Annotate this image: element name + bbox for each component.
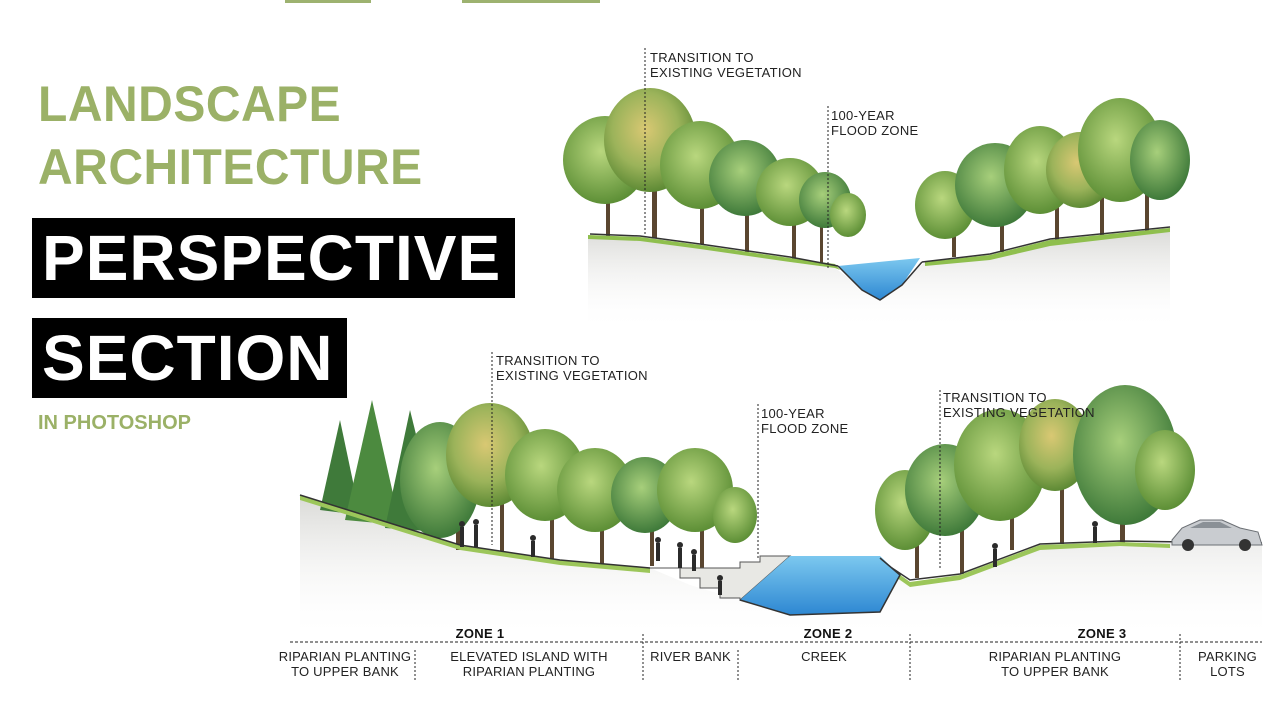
label-line: RIPARIAN PLANTING bbox=[278, 649, 412, 664]
car-icon bbox=[1171, 519, 1263, 551]
top-accent-bar-1 bbox=[285, 0, 371, 3]
title-subtitle: IN PHOTOSHOP bbox=[38, 412, 191, 434]
label-line: PARKING bbox=[1198, 649, 1257, 664]
lower-annotation-transition-left: TRANSITION TO EXISTING VEGETATION bbox=[496, 353, 648, 383]
upper-creek-water bbox=[838, 258, 920, 300]
annotation-line: 100-YEAR bbox=[831, 108, 895, 123]
annotation-leader-lines bbox=[491, 48, 941, 570]
top-accent-bar-2 bbox=[462, 0, 600, 3]
label-creek: CREEK bbox=[738, 649, 910, 664]
lower-trees-right bbox=[875, 385, 1195, 578]
annotation-line: TRANSITION TO bbox=[496, 353, 600, 368]
annotation-line: FLOOD ZONE bbox=[761, 421, 849, 436]
label-line: RIPARIAN PLANTING bbox=[462, 664, 596, 679]
label-line: RIPARIAN PLANTING bbox=[988, 649, 1122, 664]
label-river-bank: RIVER BANK bbox=[643, 649, 738, 664]
upper-section bbox=[563, 88, 1190, 330]
lower-creek-water bbox=[740, 556, 900, 615]
annotation-line: TRANSITION TO bbox=[943, 390, 1047, 405]
upper-annotation-flood-zone: 100-YEAR FLOOD ZONE bbox=[831, 108, 919, 138]
label-elevated-island: ELEVATED ISLAND WITH RIPARIAN PLANTING bbox=[425, 649, 633, 679]
lower-section bbox=[299, 385, 1263, 640]
title-line-architecture: ARCHITECTURE bbox=[38, 140, 423, 196]
title-perspective-block: PERSPECTIVE bbox=[32, 218, 516, 298]
upper-annotation-transition: TRANSITION TO EXISTING VEGETATION bbox=[650, 50, 802, 80]
annotation-line: EXISTING VEGETATION bbox=[650, 65, 802, 80]
annotation-line: TRANSITION TO bbox=[650, 50, 754, 65]
people-silhouettes bbox=[459, 519, 1098, 595]
lower-annotation-transition-right: TRANSITION TO EXISTING VEGETATION bbox=[943, 390, 1095, 420]
annotation-line: EXISTING VEGETATION bbox=[943, 405, 1095, 420]
zone-dividers bbox=[290, 634, 1262, 682]
title-section-block: SECTION bbox=[32, 318, 348, 398]
lower-soil bbox=[300, 495, 1262, 640]
annotation-line: 100-YEAR bbox=[761, 406, 825, 421]
label-line: RIVER BANK bbox=[650, 649, 731, 664]
annotation-line: FLOOD ZONE bbox=[831, 123, 919, 138]
label-riparian-planting-left: RIPARIAN PLANTING TO UPPER BANK bbox=[275, 649, 415, 679]
lower-trees-left bbox=[320, 400, 757, 568]
title-line-landscape: LANDSCAPE bbox=[38, 77, 342, 133]
title-heading: LANDSCAPE ARCHITECTURE bbox=[38, 74, 423, 200]
zone-1-title: ZONE 1 bbox=[455, 626, 505, 641]
label-line: TO UPPER BANK bbox=[1001, 664, 1109, 679]
lower-annotation-flood-zone: 100-YEAR FLOOD ZONE bbox=[761, 406, 849, 436]
upper-trees-right bbox=[915, 98, 1190, 257]
label-line: CREEK bbox=[801, 649, 847, 664]
zone-3-title: ZONE 3 bbox=[1077, 626, 1127, 641]
label-line: LOTS bbox=[1210, 664, 1245, 679]
annotation-line: EXISTING VEGETATION bbox=[496, 368, 648, 383]
zone-2-title: ZONE 2 bbox=[803, 626, 853, 641]
label-parking-lots: PARKING LOTS bbox=[1185, 649, 1270, 679]
label-line: ELEVATED ISLAND WITH bbox=[450, 649, 608, 664]
label-line: TO UPPER BANK bbox=[291, 664, 399, 679]
upper-trees-left bbox=[563, 88, 866, 265]
label-riparian-planting-right: RIPARIAN PLANTING TO UPPER BANK bbox=[975, 649, 1135, 679]
